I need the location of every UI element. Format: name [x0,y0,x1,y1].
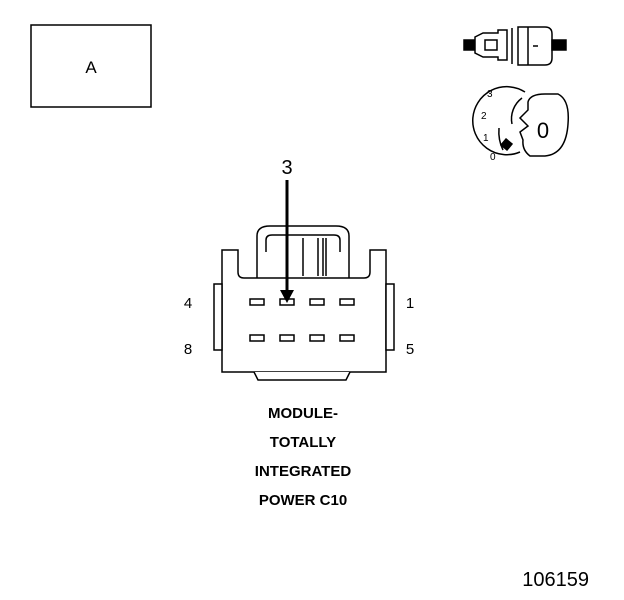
connector-caption: MODULE- TOTALLY INTEGRATED POWER C10 [255,405,352,509]
ignition-key-icon [472,85,570,157]
key-position-3: 3 [487,89,493,100]
view-label: A [85,58,97,77]
pin-label-top-right: 1 [406,295,414,312]
caption-line: POWER C10 [259,492,347,509]
pin-cavity [249,334,265,342]
connector-mating-icon [463,26,567,66]
pin-cavity [309,334,325,342]
pin-cavity [339,298,355,306]
key-symbol: 0 [537,118,549,143]
pointer-pin-label: 3 [281,157,292,179]
pin-cavity [309,298,325,306]
pin-cavity [339,334,355,342]
pin-pointer-arrow [280,180,294,303]
key-position-labels: 3 2 1 0 [481,89,496,163]
key-position-0: 0 [490,152,496,163]
pin-cavity [249,298,265,306]
pin-cavity [279,334,295,342]
pin-label-top-left: 4 [184,295,192,312]
figure-number: 106159 [522,569,589,591]
pin-label-bottom-right: 5 [406,341,414,358]
key-position-2: 2 [481,111,487,122]
connector-body [213,225,395,381]
caption-line: INTEGRATED [255,463,352,480]
key-position-1: 1 [483,133,489,144]
view-label-box [30,24,152,108]
caption-line: TOTALLY [270,434,336,451]
caption-line: MODULE- [268,405,338,422]
pin-label-bottom-left: 8 [184,341,192,358]
